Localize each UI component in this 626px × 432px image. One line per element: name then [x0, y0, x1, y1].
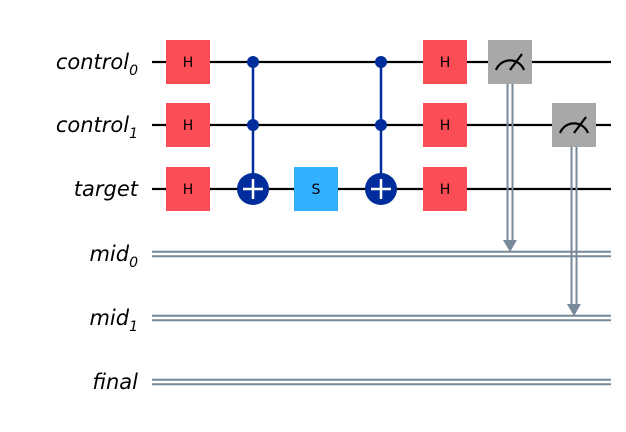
register-label-mid1: mid1 [89, 306, 138, 335]
measure-arrow-icon [567, 304, 581, 316]
h-gate-label: H [440, 118, 451, 134]
h-gate-control1: H [423, 103, 467, 147]
register-index: 0 [129, 255, 138, 271]
measure-control1 [552, 103, 596, 316]
register-label-final: final [92, 370, 138, 394]
register-index: 1 [129, 319, 138, 335]
s-gate-target: S [294, 167, 338, 211]
h-gate-label: H [183, 182, 194, 198]
register-name: mid [89, 242, 129, 266]
h-gate-control0: H [166, 40, 210, 84]
register-name: control [56, 113, 129, 137]
h-gate-box [423, 167, 467, 211]
register-label-mid0: mid0 [89, 242, 138, 271]
ccx-gate [237, 56, 269, 205]
measure-box [552, 103, 596, 147]
h-gate-box [166, 103, 210, 147]
register-name: final [92, 370, 138, 394]
s-gate-label: S [312, 182, 321, 198]
register-name: target [74, 177, 139, 201]
h-gate-target: H [423, 167, 467, 211]
register-label-target: target [74, 177, 139, 201]
h-gate-control0: H [423, 40, 467, 84]
meter-needle-icon [509, 53, 523, 71]
h-gate-label: H [440, 182, 451, 198]
measure-box [488, 40, 532, 84]
register-name: mid [89, 306, 129, 330]
control-dot-control1 [247, 119, 259, 131]
register-label-control0: control0 [56, 50, 138, 79]
control-dot-control1 [375, 119, 387, 131]
h-gate-box [166, 167, 210, 211]
meter-needle-icon [573, 116, 587, 134]
control-dot-control0 [247, 56, 259, 68]
h-gate-control1: H [166, 103, 210, 147]
h-gate-target: H [166, 167, 210, 211]
register-label-control1: control1 [56, 113, 138, 142]
meter-arc-icon [558, 122, 590, 134]
ccx-gate [365, 56, 397, 205]
measure-control0 [488, 40, 532, 252]
register-index: 0 [129, 63, 138, 79]
wires-layer [152, 60, 611, 386]
h-gate-label: H [183, 118, 194, 134]
measure-arrow-icon [503, 240, 517, 252]
register-name: control [56, 50, 129, 74]
h-gate-box [166, 40, 210, 84]
h-gate-box [423, 103, 467, 147]
register-index: 1 [129, 126, 138, 142]
operations-layer: H H H S H H H [166, 40, 596, 316]
h-gate-box [423, 40, 467, 84]
s-gate-box [294, 167, 338, 211]
control-dot-control0 [375, 56, 387, 68]
h-gate-label: H [440, 55, 451, 71]
h-gate-label: H [183, 55, 194, 71]
meter-arc-icon [494, 59, 526, 71]
